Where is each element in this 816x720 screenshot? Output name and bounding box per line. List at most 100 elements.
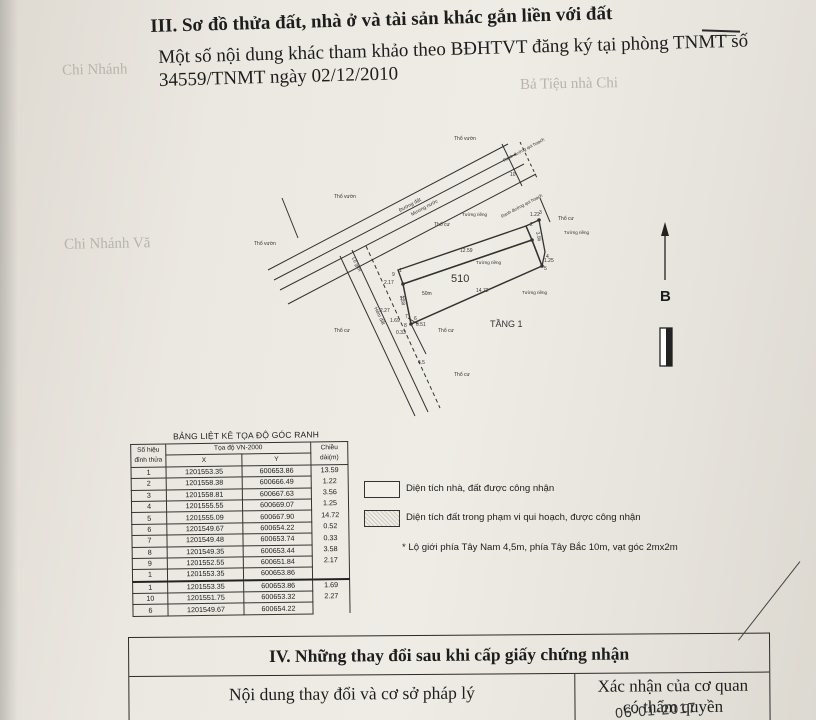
table-cell-len: 2.17 bbox=[312, 555, 350, 568]
planning-dashed-line bbox=[519, 141, 539, 181]
vertex-label: 5 bbox=[544, 266, 547, 272]
table-cell-x: 1201553.35 bbox=[167, 568, 244, 582]
column-header: Y bbox=[241, 453, 311, 466]
bleed-through-text: Chi Nhánh bbox=[61, 61, 128, 79]
legend-swatch-planning bbox=[364, 510, 400, 527]
dimension-label: 2.17 bbox=[384, 280, 394, 286]
dimension-label: 12.59 bbox=[460, 248, 473, 254]
table-cell-len: 0.33 bbox=[311, 532, 350, 545]
planning-line bbox=[501, 143, 523, 187]
boundary-line bbox=[281, 197, 299, 239]
road-edge-line bbox=[287, 173, 537, 305]
table-cell-len bbox=[312, 601, 351, 614]
section4-title: IV. Những thay đổi sau khi cấp giấy chứn… bbox=[129, 633, 770, 677]
map-label: Thổ cư bbox=[334, 327, 351, 334]
table-cell-p: 1 bbox=[130, 466, 167, 479]
dimension-label: 14.72 bbox=[476, 288, 489, 294]
legend-swatch-recognized bbox=[364, 481, 400, 498]
legend-note: * Lộ giới phía Tây Nam 4,5m, phía Tây Bắ… bbox=[402, 542, 678, 553]
table-cell-p: 6 bbox=[132, 604, 169, 617]
dimension-label: 3.56 bbox=[534, 231, 542, 242]
table-cell-p: 10 bbox=[132, 593, 168, 605]
legend-item: Diện tích nhà, đất được công nhận bbox=[406, 483, 555, 494]
vertex-label: 2 bbox=[530, 222, 533, 228]
table-cell-len: 3.58 bbox=[312, 543, 350, 556]
map-label: Thổ cư bbox=[558, 215, 575, 222]
table-cell-x: 1201549.67 bbox=[167, 603, 245, 616]
dimension-label: 3.58 bbox=[398, 295, 406, 306]
table-cell-len: 0.52 bbox=[311, 521, 349, 534]
corner-line bbox=[407, 317, 419, 325]
table-cell-y: 600667.90 bbox=[242, 510, 312, 523]
vertex-label: 10 bbox=[400, 296, 406, 302]
map-label: Thổ cư bbox=[438, 327, 455, 334]
section3-title: III. Sơ đồ thửa đất, nhà ở và tài sản kh… bbox=[150, 3, 613, 37]
legend-item: Diện tích đất trong phạm vi qui hoạch, đ… bbox=[406, 512, 641, 523]
table-cell-x: 1201553.35 bbox=[167, 580, 244, 594]
land-parcel-map: Thổ vườn Thổ vườn Thổ vườn Thổ cư Thổ cư… bbox=[254, 135, 589, 417]
table-cell-len bbox=[312, 566, 350, 580]
column-header: Chiều dài(m) bbox=[310, 441, 348, 465]
table-cell-len: 13.59 bbox=[310, 464, 349, 477]
table-cell-y: 600653.86 bbox=[243, 579, 313, 593]
vertex-label: 3 bbox=[539, 210, 542, 216]
section4-col2-line1: Xác nhận của cơ quan bbox=[597, 675, 749, 696]
page-shadow bbox=[0, 0, 18, 720]
wall-label: Tường riêng bbox=[476, 260, 501, 265]
table-cell-y: 600669.07 bbox=[242, 498, 312, 512]
table-cell-p: 8 bbox=[132, 546, 168, 559]
table-cell-len: 1.69 bbox=[312, 578, 350, 592]
table-cell-p: 2 bbox=[131, 478, 167, 491]
section3-note: Một số nội dung khác tham khảo theo BĐHT… bbox=[158, 30, 749, 92]
table-cell-len: 14.72 bbox=[311, 509, 349, 522]
boundary-line bbox=[539, 197, 551, 223]
coordinate-table-title: BẢNG LIỆT KÊ TỌA ĐỘ GÓC RANH bbox=[172, 429, 320, 442]
map-label: Thổ vườn bbox=[254, 240, 276, 247]
parcel-number: 510 bbox=[451, 273, 469, 285]
table-cell-y: 600654.22 bbox=[242, 521, 312, 535]
table-cell-p: 1 bbox=[132, 569, 168, 582]
table-cell-y: 600653.44 bbox=[243, 544, 313, 557]
table-cell-y: 600654.22 bbox=[243, 602, 314, 615]
boundary-line bbox=[410, 323, 427, 355]
table-cell-y: 600653.74 bbox=[242, 533, 313, 546]
map-label: Thổ cư bbox=[434, 221, 451, 228]
table-cell-y: 600667.63 bbox=[242, 487, 312, 500]
table-cell-y: 600653.86 bbox=[242, 464, 312, 478]
table-cell-len: 1.22 bbox=[311, 475, 349, 488]
wall-label: Tường riêng bbox=[564, 230, 589, 235]
road-edge-line bbox=[273, 153, 517, 281]
floor-label: TẦNG 1 bbox=[490, 319, 523, 329]
dimension-label: 2.27 bbox=[380, 308, 390, 314]
alley-edge-line bbox=[351, 249, 429, 413]
dimension-label: 1.69 bbox=[390, 318, 400, 324]
vertex-label: 1 bbox=[399, 268, 402, 274]
map-label: Thổ vườn bbox=[334, 193, 356, 200]
coordinate-table: Số hiệu đỉnh thửa Tọa độ VN-2000 Chiều d… bbox=[130, 441, 351, 617]
bleed-through-text: Chi Nhánh Vă bbox=[63, 235, 151, 253]
pen-mark bbox=[738, 561, 801, 641]
dimension-label: 0.51 bbox=[416, 322, 426, 328]
parcel-area: 50m bbox=[422, 291, 432, 297]
dimension-label: 1.25 bbox=[544, 258, 554, 264]
north-arrow-icon bbox=[659, 222, 673, 367]
dimension-label: 10 bbox=[510, 172, 516, 178]
table-cell-y: 600666.49 bbox=[242, 476, 312, 489]
table-cell-y: 600653.32 bbox=[243, 591, 313, 604]
road-edge-line bbox=[279, 163, 525, 291]
table-cell-len: 1.25 bbox=[311, 498, 349, 511]
column-header: Số hiệu đỉnh thửa bbox=[130, 444, 166, 468]
table-cell-p: 1 bbox=[132, 581, 168, 594]
wall-label: Tường riêng bbox=[522, 290, 547, 295]
vertex-label: 6 bbox=[414, 316, 417, 322]
dimension-label: 4.5 bbox=[418, 360, 425, 366]
north-label: B bbox=[660, 288, 671, 305]
road-edge-line bbox=[267, 143, 509, 271]
vertex-label: 4 bbox=[546, 254, 549, 260]
table-cell-len: 3.56 bbox=[311, 487, 349, 499]
table-cell-y: 600653.86 bbox=[243, 567, 313, 581]
vertex-label: 8 bbox=[404, 323, 407, 329]
